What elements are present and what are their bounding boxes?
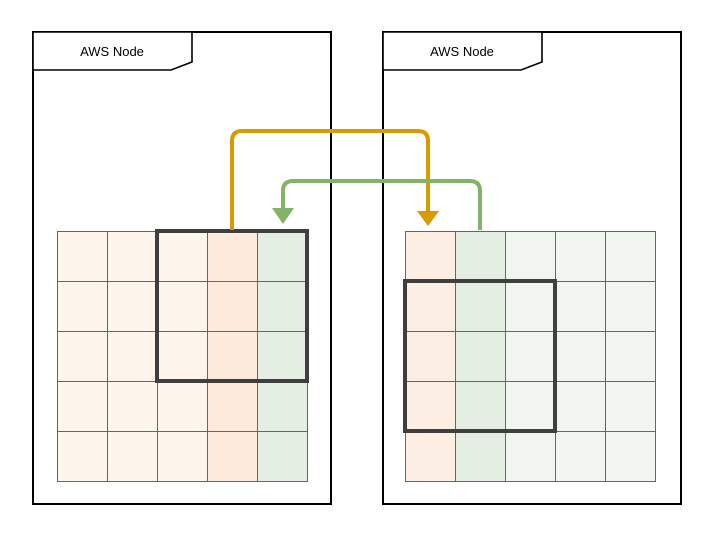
grid-cell — [58, 232, 108, 282]
node-title: AWS Node — [430, 44, 494, 59]
grid-cell — [158, 232, 208, 282]
grid-cell — [258, 432, 308, 482]
node-label-tab: AWS Node — [382, 31, 543, 71]
grid-cell — [606, 382, 656, 432]
grid-cell — [406, 282, 456, 332]
node-label-tab: AWS Node — [32, 31, 193, 71]
grid-cell — [108, 282, 158, 332]
grid-cell — [506, 432, 556, 482]
grid-cell — [158, 432, 208, 482]
grid-cell — [456, 282, 506, 332]
grid-left — [57, 231, 308, 482]
grid-cell — [208, 332, 258, 382]
grid-cell — [606, 232, 656, 282]
grid-cell — [456, 232, 506, 282]
grid-cell — [456, 382, 506, 432]
grid-cell — [58, 432, 108, 482]
grid-cell — [258, 232, 308, 282]
grid-cell — [208, 232, 258, 282]
selection-rectangle-right — [403, 279, 557, 433]
grid-cell — [506, 232, 556, 282]
node-title: AWS Node — [80, 44, 144, 59]
grid-cell — [58, 282, 108, 332]
grid-cell — [108, 232, 158, 282]
grid-cell — [258, 282, 308, 332]
grid-cell — [606, 432, 656, 482]
grid-cell — [556, 332, 606, 382]
tab-shape — [382, 31, 543, 71]
grid-cell — [158, 382, 208, 432]
tab-shape — [32, 31, 193, 71]
grid-cell — [208, 382, 258, 432]
grid-cell — [406, 432, 456, 482]
grid-cell — [406, 232, 456, 282]
grid-cell — [556, 432, 606, 482]
grid-cell — [108, 382, 158, 432]
grid-cell — [108, 332, 158, 382]
grid-right — [405, 231, 656, 482]
grid-cell — [258, 382, 308, 432]
grid-cell — [158, 282, 208, 332]
grid-cell — [58, 332, 108, 382]
grid-cell — [556, 232, 606, 282]
grid-cell — [606, 332, 656, 382]
grid-cell — [606, 282, 656, 332]
grid-cell — [208, 282, 258, 332]
grid-cell — [406, 332, 456, 382]
grid-cell — [556, 282, 606, 332]
grid-cell — [58, 382, 108, 432]
grid-cell — [208, 432, 258, 482]
grid-cell — [108, 432, 158, 482]
grid-cell — [556, 382, 606, 432]
grid-cell — [456, 332, 506, 382]
grid-cell — [406, 382, 456, 432]
selection-rectangle-left — [155, 229, 309, 383]
grid-cell — [456, 432, 506, 482]
